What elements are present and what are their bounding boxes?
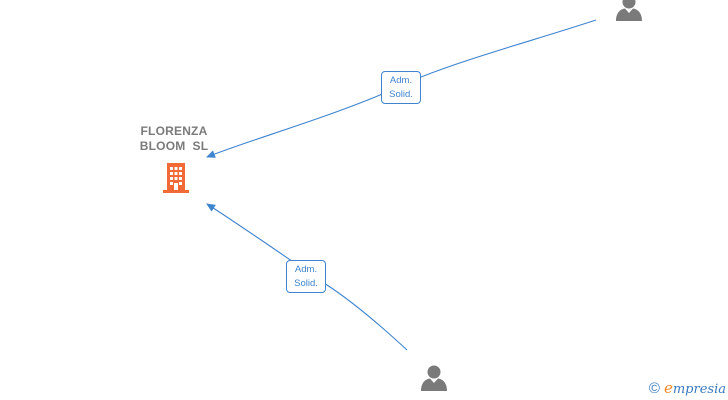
relation-label-top[interactable]: Adm. Solid. xyxy=(381,71,421,104)
copyright-icon: © xyxy=(648,380,660,397)
edge-top-person-to-company xyxy=(206,19,597,158)
person-icon[interactable] xyxy=(419,362,449,392)
relation-label-bottom-line1: Adm. xyxy=(294,264,318,275)
company-name[interactable]: FLORENZA BLOOM SL xyxy=(124,124,224,154)
company-name-line2: BLOOM SL xyxy=(139,139,209,153)
relation-label-top-line1: Adm. xyxy=(389,75,413,86)
brand-e-mark: e xyxy=(663,379,673,397)
brand-name: mpresia xyxy=(672,382,726,397)
relation-label-top-line2: Solid. xyxy=(389,89,413,100)
building-icon[interactable] xyxy=(159,160,193,194)
relation-label-bottom-line2: Solid. xyxy=(294,278,318,289)
relation-label-bottom[interactable]: Adm. Solid. xyxy=(286,260,326,293)
company-name-line1: FLORENZA xyxy=(140,124,208,138)
person-icon[interactable] xyxy=(614,0,644,22)
brand-logo: ©empresia xyxy=(649,379,726,397)
edge-bottom-person-to-company xyxy=(206,203,408,351)
